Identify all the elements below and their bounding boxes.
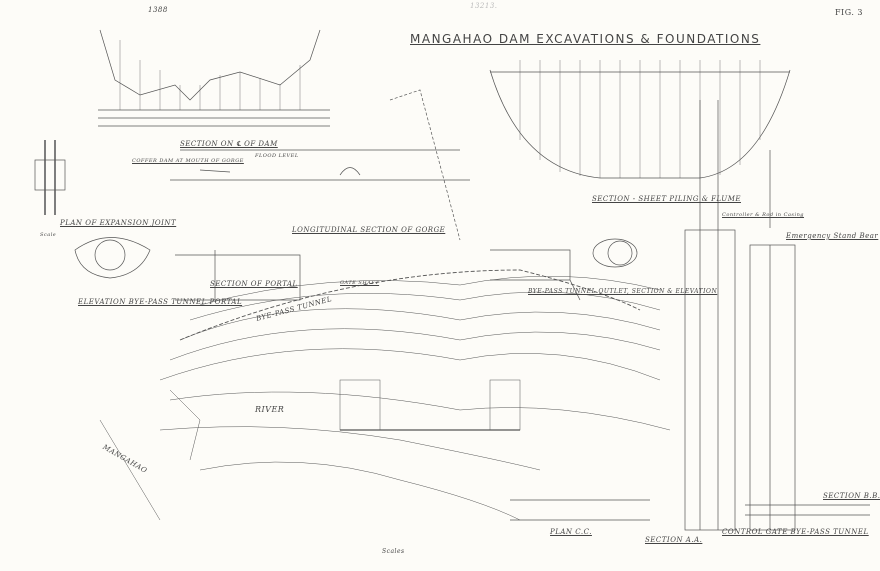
label-tunnel-outlet: BYE-PASS TUNNEL OUTLET, SECTION & ELEVAT… — [528, 288, 718, 295]
label-river: RIVER — [255, 405, 285, 414]
label-control-gate: CONTROL GATE BYE-PASS TUNNEL — [722, 528, 869, 536]
figure-label: FIG. 3 — [835, 8, 863, 17]
page-number: 1388 — [148, 6, 168, 14]
catalog-number: 13213. — [470, 2, 498, 10]
label-scales: Scales — [382, 548, 405, 555]
label-section-aa: SECTION A.A. — [645, 536, 703, 544]
label-controller: Controller & Rod in Casing — [722, 212, 805, 218]
label-section-portal: SECTION OF PORTAL — [210, 280, 298, 288]
label-gate-shaft: GATE SHAFT — [340, 280, 380, 286]
gorge-section-drawing — [170, 89, 470, 241]
label-scale: Scale — [40, 232, 57, 238]
label-flood-level: FLOOD LEVEL — [255, 153, 299, 159]
label-section-on-dam: SECTION ON ℄ OF DAM — [180, 140, 278, 148]
drawing-title: MANGAHAO DAM EXCAVATIONS & FOUNDATIONS — [410, 32, 761, 46]
label-plan-cc: PLAN C.C. — [550, 528, 592, 536]
sheet-piling-drawing — [489, 60, 791, 179]
label-longitudinal-section: LONGITUDINAL SECTION OF GORGE — [292, 226, 446, 234]
label-elevation-portal: ELEVATION BYE-PASS TUNNEL PORTAL — [78, 298, 243, 306]
expansion-joint-drawing — [34, 140, 66, 215]
label-plan-expansion-joint: PLAN OF EXPANSION JOINT — [60, 219, 177, 227]
label-section-bb: SECTION B.B. — [823, 492, 880, 500]
label-coffer-dam: COFFER DAM AT MOUTH OF GORGE — [132, 158, 244, 164]
control-gate-drawing — [510, 100, 870, 531]
label-sheet-piling: SECTION - SHEET PILING & FLUME — [592, 195, 741, 203]
label-emergency-stand: Emergency Stand Bear — [786, 232, 879, 240]
dam-section-drawing — [98, 29, 330, 127]
contour-plan-drawing — [99, 269, 671, 521]
